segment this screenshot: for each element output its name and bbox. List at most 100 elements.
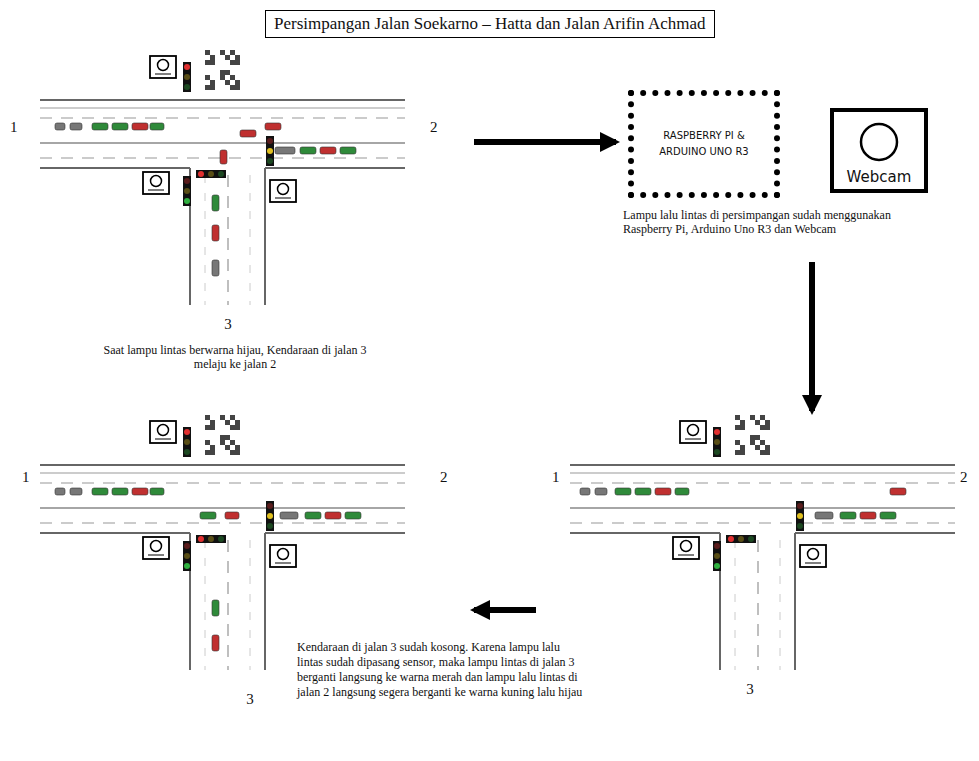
camera-lens — [158, 425, 169, 436]
sensor-cell — [230, 60, 235, 65]
lamp — [184, 178, 190, 184]
car — [150, 123, 164, 130]
car — [675, 488, 689, 495]
car — [340, 147, 356, 154]
light-housing — [183, 176, 191, 206]
camera-icon — [143, 537, 169, 559]
camera-icon — [143, 172, 169, 194]
camera-base — [155, 73, 171, 75]
car — [320, 147, 336, 154]
sensor-cell — [230, 75, 235, 80]
sensor-cell — [735, 450, 740, 455]
car — [840, 512, 856, 519]
lane-mark — [757, 540, 759, 670]
road-number: 1 — [10, 118, 30, 136]
diagram-title: Persimpangan Jalan Soekarno – Hatta dan … — [265, 10, 715, 38]
sensor-cell — [740, 450, 745, 455]
sensor-cell — [235, 450, 240, 455]
road-line — [794, 533, 796, 670]
sensor-cell — [220, 415, 225, 420]
lamp — [267, 513, 273, 519]
road-number: 3 — [218, 315, 238, 333]
light-housing — [183, 541, 191, 571]
lamp — [184, 74, 190, 80]
car — [240, 130, 256, 137]
light-housing — [196, 170, 226, 178]
controller-caption: Lampu lalu lintas di persimpangan sudah … — [623, 208, 933, 237]
traffic-light — [196, 170, 226, 178]
sensor-cell — [220, 70, 225, 75]
sensor-cell — [235, 85, 240, 90]
car — [212, 600, 219, 616]
camera-lens — [158, 60, 169, 71]
camera-icon — [800, 545, 826, 567]
sensor-cell — [735, 425, 740, 430]
traffic-light — [183, 427, 191, 457]
camera-base — [678, 554, 694, 556]
sensor-cell — [220, 435, 225, 440]
car — [655, 488, 671, 495]
sensor-cell — [210, 55, 215, 60]
road-line — [40, 473, 405, 474]
sensor-cell — [750, 435, 755, 440]
lane-mark — [735, 540, 736, 670]
lamp — [738, 536, 744, 542]
road-line — [570, 464, 955, 466]
lane-mark — [250, 540, 251, 670]
webcam-lens-symbol — [834, 112, 924, 168]
camera-base — [685, 438, 701, 440]
lamp — [184, 84, 190, 90]
camera-lens — [278, 549, 289, 560]
lamp — [184, 543, 190, 549]
road-line — [264, 533, 266, 670]
lamp — [728, 536, 734, 542]
controller-box: RASPBERRY PI & ARDUINO UNO R3 — [628, 90, 780, 198]
sensor-cell — [755, 445, 760, 450]
light-housing — [266, 136, 274, 166]
flow-arrow — [809, 262, 815, 411]
lamp — [797, 523, 803, 529]
road-line — [40, 99, 405, 101]
car — [890, 488, 906, 495]
camera-body — [150, 56, 176, 78]
camera-lens — [808, 549, 819, 560]
camera-base — [275, 562, 291, 564]
sensor-cell — [205, 75, 210, 80]
camera-body — [143, 172, 169, 194]
lamp — [184, 449, 190, 455]
light-housing — [796, 501, 804, 531]
lamp — [714, 449, 720, 455]
sensor-cell — [220, 50, 225, 55]
lamp — [714, 543, 720, 549]
sensor-cell — [230, 425, 235, 430]
road-line — [40, 532, 190, 534]
lane-mark — [570, 482, 955, 484]
light-housing — [713, 427, 721, 457]
sensor-cell — [235, 425, 240, 430]
light-housing — [196, 535, 226, 543]
webcam-label: Webcam — [834, 168, 924, 186]
sensor-cell — [230, 415, 235, 420]
lamp — [198, 536, 204, 542]
camera-lens — [151, 176, 162, 187]
car — [815, 512, 833, 519]
car — [345, 512, 361, 519]
lamp — [267, 148, 273, 154]
intersection — [40, 415, 405, 670]
sensor-cell — [230, 85, 235, 90]
light-housing — [183, 62, 191, 92]
lamp — [184, 198, 190, 204]
lamp — [267, 138, 273, 144]
sensor-cell — [765, 420, 770, 425]
light-housing — [183, 427, 191, 457]
lane-mark — [40, 117, 405, 119]
camera-base — [155, 438, 171, 440]
camera-body — [270, 180, 296, 202]
road-line — [40, 464, 405, 466]
lamp — [184, 64, 190, 70]
sensor-cell — [205, 425, 210, 430]
intersection — [570, 415, 955, 670]
lane-mark — [205, 175, 206, 305]
lamp — [714, 563, 720, 569]
sensor-cell — [750, 415, 755, 420]
